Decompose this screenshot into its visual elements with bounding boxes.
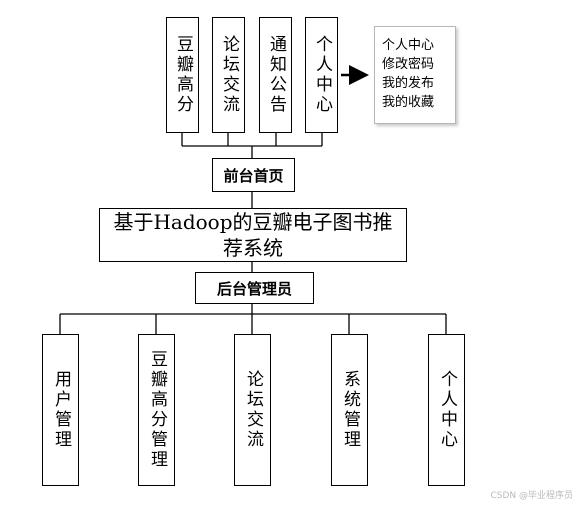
note-line: 我的收藏	[382, 95, 435, 110]
note-line: 我的发布	[382, 76, 435, 91]
system-title-box: 基于Hadoop的豆瓣电子图书推荐系统	[99, 208, 407, 262]
module-user-management: 用户管理	[42, 334, 79, 486]
note-line: 修改密码	[382, 57, 435, 72]
note-line: 个人中心	[382, 38, 435, 53]
module-douban-top-management: 豆瓣高分管理	[138, 334, 175, 486]
frontend-home-box: 前台首页	[212, 158, 295, 192]
module-forum-management: 论坛交流	[234, 334, 271, 486]
module-admin-personal-center: 个人中心	[428, 334, 465, 486]
personal-center-note: 个人中心 修改密码 我的发布 我的收藏	[374, 26, 456, 124]
watermark: CSDN @毕业程序员	[490, 491, 573, 501]
module-personal-center: 个人中心	[305, 17, 338, 133]
module-notice: 通知公告	[259, 17, 292, 133]
module-douban-top: 豆瓣高分	[166, 17, 199, 133]
module-forum: 论坛交流	[212, 17, 245, 133]
backend-admin-box: 后台管理员	[195, 272, 314, 304]
module-system-management: 系统管理	[331, 334, 368, 486]
